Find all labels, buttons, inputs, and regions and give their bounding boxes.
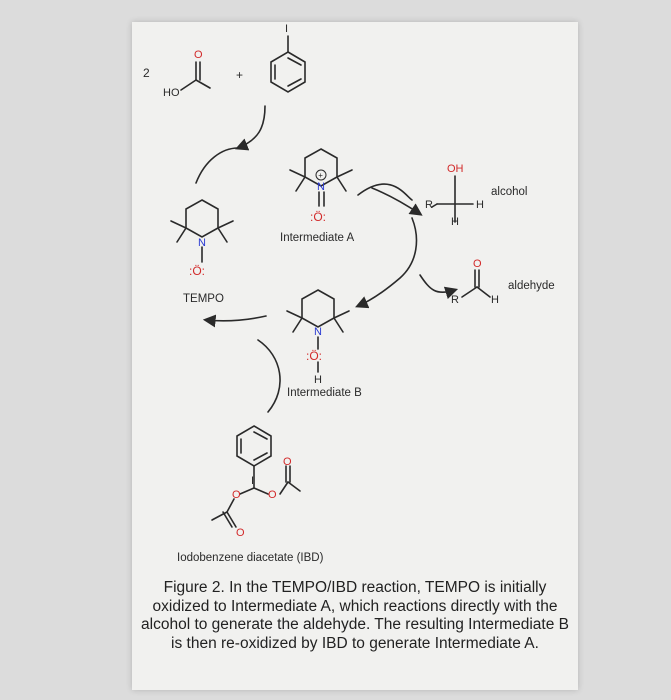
intermediate-a-structure xyxy=(289,148,353,207)
acetic-acid xyxy=(180,61,211,91)
ibd-carbonyl-o-top: O xyxy=(283,456,292,468)
acetic-acid-ho: HO xyxy=(163,87,180,99)
iodobenzene xyxy=(270,35,306,93)
figure-card xyxy=(132,22,578,690)
int-b-label: Intermediate B xyxy=(287,387,362,399)
figure-caption: Figure 2. In the TEMPO/IBD reaction, TEM… xyxy=(141,579,569,652)
int-a-nitrogen: N xyxy=(317,181,325,193)
iodine-label: I xyxy=(285,23,288,35)
stoich-label: 2 xyxy=(143,66,150,80)
aldehyde-r: R xyxy=(451,294,459,306)
tempo-structure xyxy=(170,199,234,263)
alcohol-h-right: H xyxy=(476,199,484,211)
alcohol-r: R xyxy=(425,199,433,211)
aldehyde-o: O xyxy=(473,258,482,270)
int-b-hydrogen: H xyxy=(314,374,322,386)
aldehyde-label: aldehyde xyxy=(508,280,555,292)
plus-sign: + xyxy=(236,68,243,82)
alcohol-label: alcohol xyxy=(491,186,527,198)
ibd-label: Iodobenzene diacetate (IBD) xyxy=(177,552,324,564)
alcohol-structure xyxy=(431,175,474,223)
ibd-o-left: O xyxy=(232,489,241,501)
tempo-nitrogen: N xyxy=(198,237,206,249)
positive-charge-icon xyxy=(315,169,327,181)
int-b-oxygen: :Ö: xyxy=(306,349,322,363)
acetic-acid-o: O xyxy=(194,49,203,61)
ibd-carbonyl-o-bottom: O xyxy=(236,527,245,539)
ibd-iodine: I xyxy=(251,475,254,487)
intermediate-b-structure xyxy=(286,289,350,373)
ibd-o-right: O xyxy=(268,489,277,501)
reaction-arrows xyxy=(195,105,459,413)
aldehyde-h: H xyxy=(491,294,499,306)
int-a-oxygen: :Ö: xyxy=(310,210,326,224)
int-b-nitrogen: N xyxy=(314,326,322,338)
aldehyde-structure xyxy=(461,269,491,298)
tempo-label: TEMPO xyxy=(183,293,224,305)
tempo-oxygen: :Ö: xyxy=(189,264,205,278)
alcohol-oh: OH xyxy=(447,163,464,175)
alcohol-h-bottom: H xyxy=(451,216,459,228)
positive-charge-sign: + xyxy=(318,171,323,180)
ibd-structure xyxy=(211,425,301,528)
int-a-label: Intermediate A xyxy=(280,232,354,244)
